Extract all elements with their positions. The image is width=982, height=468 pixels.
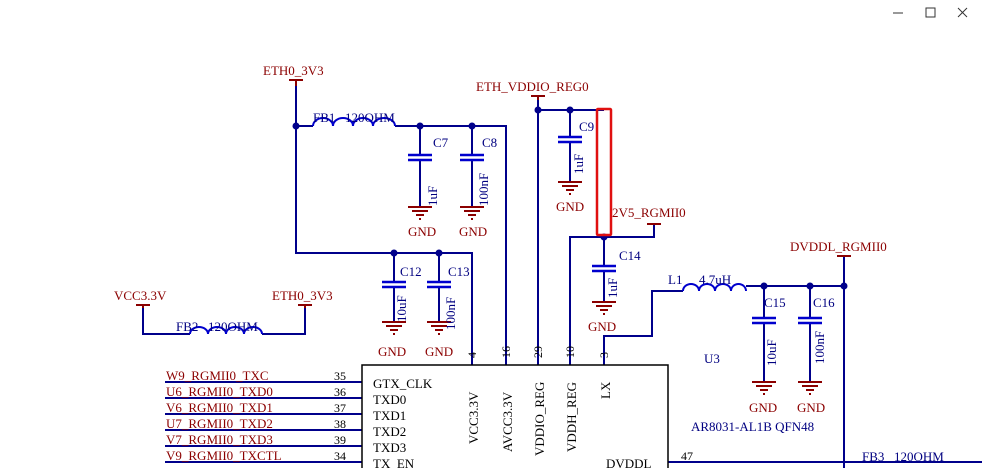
pin-name: LX: [598, 381, 613, 399]
pin-name: DVDDL: [606, 456, 652, 468]
pin-name: VDDIO_REG: [532, 382, 547, 456]
pin-name: TXD0: [373, 392, 406, 407]
pin-number: 3: [597, 352, 611, 358]
signal-net-label: U6_RGMII0_TXD0: [166, 384, 273, 399]
net-eth0-3v3-left: ETH0_3V3: [272, 288, 333, 303]
u3-designator: U3: [704, 351, 720, 366]
capacitor-plates: [382, 135, 822, 325]
minimize-icon: [893, 12, 903, 14]
fb2-value: 120OHM: [208, 319, 258, 334]
pin-number: 35: [334, 369, 346, 383]
signal-net-label: U7_RGMII0_TXD2: [166, 416, 273, 431]
pin-number: 47: [681, 449, 693, 463]
fb1-value: 120OHM: [345, 110, 395, 125]
gnd-label: GND: [556, 199, 584, 214]
c13-value: 100nF: [443, 297, 458, 330]
pin-number: 10: [563, 346, 577, 358]
selection-highlight[interactable]: [595, 107, 613, 237]
c12-value: 10uF: [394, 295, 409, 322]
wires: [142, 84, 982, 468]
gnd-label: GND: [588, 319, 616, 334]
c8-value: 100nF: [476, 173, 491, 206]
fb3-value: 120OHM: [894, 449, 944, 464]
fb3-designator: FB3: [862, 449, 884, 464]
c9-value: 1uF: [571, 154, 586, 174]
signal-net-label: W9_RGMII0_TXC: [166, 368, 269, 383]
pin-name: TXD1: [373, 408, 406, 423]
gnd-label: GND: [425, 344, 453, 359]
c14-designator: C14: [619, 248, 641, 263]
pin-name: VCC3.3V: [466, 391, 481, 444]
maximize-button[interactable]: [916, 3, 944, 23]
net-eth0-3v3-top: ETH0_3V3: [263, 63, 324, 78]
inductors: [189, 117, 747, 335]
c9-designator: C9: [579, 119, 594, 134]
gnd-label: GND: [408, 224, 436, 239]
c16-value: 100nF: [812, 331, 827, 364]
c7-designator: C7: [433, 135, 449, 150]
net-2v5-rgmii0: 2V5_RGMII0: [612, 205, 686, 220]
fb2-designator: FB2: [176, 319, 198, 334]
gnd-label: GND: [749, 400, 777, 415]
c13-designator: C13: [448, 264, 470, 279]
power-ports: [136, 79, 851, 308]
pin-name: TXD2: [373, 424, 406, 439]
pin-number: 34: [334, 449, 346, 463]
window-titlebar: [0, 0, 982, 26]
gnd-label: GND: [378, 344, 406, 359]
pin-number: 16: [499, 346, 513, 358]
pin-number: 4: [465, 352, 479, 358]
l1-designator: L1: [668, 272, 682, 287]
c7-value: 1uF: [425, 186, 440, 206]
c8-designator: C8: [482, 135, 497, 150]
pin-name: AVCC3.3V: [500, 391, 515, 452]
gnd-label: GND: [459, 224, 487, 239]
pin-name: VDDH_REG: [564, 382, 579, 452]
c15-designator: C15: [764, 295, 786, 310]
pin-number: 36: [334, 385, 346, 399]
signal-net-label: V9_RGMII0_TXCTL: [166, 448, 282, 463]
l1-value: 4.7uH: [699, 272, 731, 287]
u3-part-number: AR8031-AL1B QFN48: [691, 419, 814, 434]
pin-name: GTX_CLK: [373, 376, 433, 391]
c14-value: 1uF: [605, 278, 620, 298]
close-button[interactable]: [948, 3, 976, 23]
pin-number: 39: [334, 433, 346, 447]
minimize-button[interactable]: [884, 3, 912, 23]
pin-number: 29: [531, 346, 545, 358]
fb1-designator: FB1: [313, 110, 335, 125]
net-eth-vddio-reg0: ETH_VDDIO_REG0: [476, 79, 589, 94]
pin-number: 38: [334, 417, 346, 431]
ic-top-pins: 4 16 29 10 3 VCC3.3V AVCC3.3V VDDIO_REG …: [465, 346, 613, 456]
ic-left-pins: W9_RGMII0_TXC U6_RGMII0_TXD0 V6_RGMII0_T…: [166, 368, 433, 468]
signal-net-label: V6_RGMII0_TXD1: [166, 400, 273, 415]
pin-name: TX_EN: [373, 456, 415, 468]
net-vcc3v3: VCC3.3V: [114, 288, 167, 303]
pin-name: TXD3: [373, 440, 406, 455]
c15-value: 10uF: [764, 339, 779, 366]
gnd-label: GND: [797, 400, 825, 415]
close-icon: [957, 7, 968, 18]
c16-designator: C16: [813, 295, 835, 310]
u3-ic-body[interactable]: [361, 364, 669, 468]
net-dvddl-rgmii0: DVDDL_RGMII0: [790, 239, 887, 254]
signal-net-label: V7_RGMII0_TXD3: [166, 432, 273, 447]
c12-designator: C12: [400, 264, 422, 279]
maximize-icon: [925, 7, 936, 18]
pin-number: 37: [334, 401, 346, 415]
